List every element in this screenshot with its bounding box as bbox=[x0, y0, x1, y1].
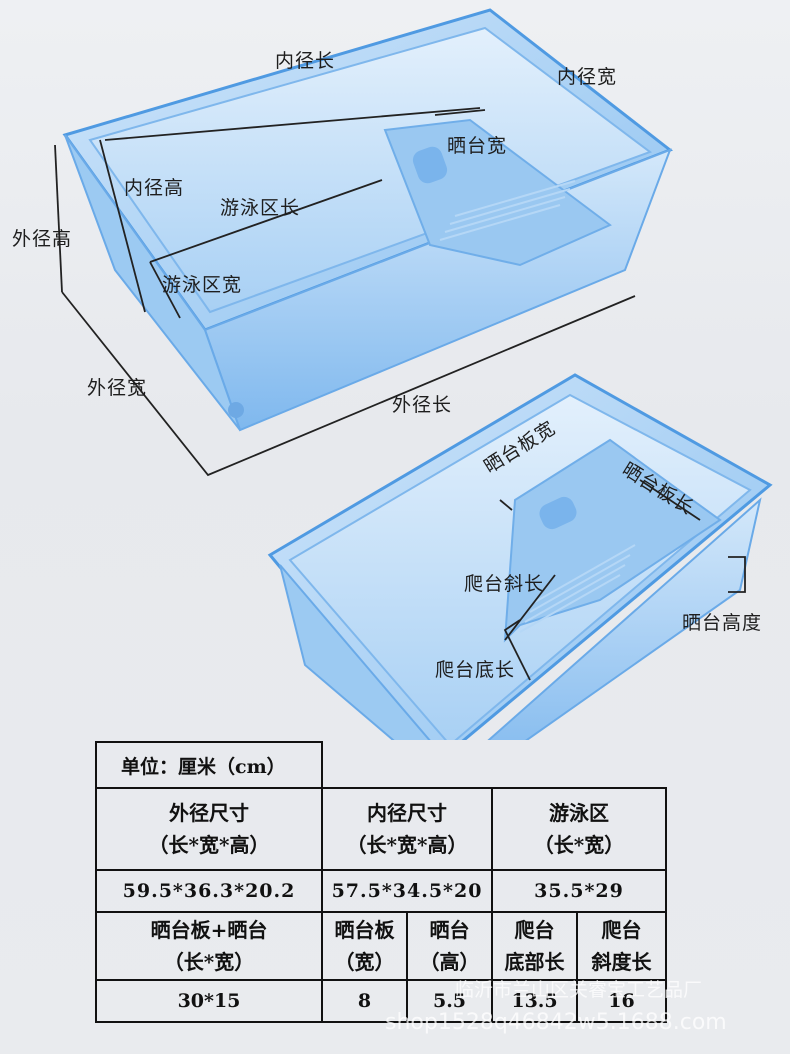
board-platform-value: 30*15 bbox=[95, 979, 323, 1023]
swim-area-value: 35.5*29 bbox=[491, 869, 667, 913]
swim-width-label: 游泳区宽 bbox=[162, 274, 243, 296]
ramp-slope-value: 16 bbox=[576, 979, 667, 1023]
ramp-slope-length-label: 爬台斜长 bbox=[464, 573, 545, 595]
platform-height-header: 晒台 （高） bbox=[406, 911, 493, 981]
outer-size-header-line1: 外径尺寸 bbox=[169, 801, 249, 825]
outer-size-value: 59.5*36.3*20.2 bbox=[95, 869, 323, 913]
outer-width-label: 外径宽 bbox=[87, 377, 148, 399]
table-row: 59.5*36.3*20.2 57.5*34.5*20 35.5*29 bbox=[95, 869, 667, 913]
board-width-value: 8 bbox=[321, 979, 408, 1023]
spec-table: 单位：厘米（cm） 外径尺寸 （长*宽*高） 内径尺寸 （长*宽*高） 游泳区 … bbox=[95, 741, 667, 1023]
platform-height-header-line1: 晒台 bbox=[429, 918, 470, 942]
ramp-bottom-value: 13.5 bbox=[491, 979, 578, 1023]
table-row: 30*15 8 5.5 13.5 16 bbox=[95, 979, 667, 1023]
swim-area-header-line2: （长*宽） bbox=[533, 833, 625, 857]
top-turtle-tub bbox=[54, 8, 674, 477]
bottom-turtle-tub bbox=[267, 373, 773, 740]
ramp-slope-header-line1: 爬台 bbox=[601, 918, 642, 942]
outer-size-header: 外径尺寸 （长*宽*高） bbox=[95, 787, 323, 871]
board-platform-header: 晒台板+晒台 （长*宽） bbox=[95, 911, 323, 981]
ramp-bottom-header-line2: 底部长 bbox=[504, 950, 565, 974]
watermark-shop-url: shop1528q46842w5.1688.com bbox=[385, 1010, 727, 1035]
board-platform-header-line2: （长*宽） bbox=[163, 950, 255, 974]
inner-size-header-line2: （长*宽*高） bbox=[346, 833, 468, 857]
board-width-header-line2: （宽） bbox=[334, 950, 395, 974]
board-width-header-line1: 晒台板 bbox=[334, 918, 395, 942]
table-row: 晒台板+晒台 （长*宽） 晒台板 （宽） 晒台 （高） 爬台 底部长 爬台 斜度… bbox=[95, 911, 667, 981]
table-row: 单位：厘米（cm） bbox=[95, 741, 666, 789]
platform-height-label: 晒台高度 bbox=[682, 612, 763, 634]
swim-length-label: 游泳区长 bbox=[220, 197, 301, 219]
board-platform-header-line1: 晒台板+晒台 bbox=[150, 918, 268, 942]
board-width-header: 晒台板 （宽） bbox=[321, 911, 408, 981]
inner-length-label: 内径长 bbox=[275, 50, 336, 72]
ramp-bottom-header-line1: 爬台 bbox=[514, 918, 555, 942]
watermark-shop-name: 临沂市兰山区关睿宝工艺品厂 bbox=[455, 979, 703, 1001]
swim-area-header: 游泳区 （长*宽） bbox=[491, 787, 667, 871]
outer-length-label: 外径长 bbox=[392, 394, 453, 416]
inner-width-label: 内径宽 bbox=[557, 66, 618, 88]
inner-height-label: 内径高 bbox=[124, 177, 185, 199]
platform-width-label: 晒台宽 bbox=[447, 135, 508, 157]
outer-size-header-line2: （长*宽*高） bbox=[148, 833, 270, 857]
outer-height-label: 外径高 bbox=[12, 228, 73, 250]
unit-cell: 单位：厘米（cm） bbox=[95, 741, 323, 789]
ramp-slope-header-line2: 斜度长 bbox=[591, 950, 652, 974]
ramp-bottom-header: 爬台 底部长 bbox=[491, 911, 578, 981]
swim-area-header-line1: 游泳区 bbox=[549, 801, 609, 825]
product-illustration bbox=[54, 8, 773, 740]
inner-size-value: 57.5*34.5*20 bbox=[321, 869, 493, 913]
platform-height-value: 5.5 bbox=[406, 979, 493, 1023]
platform-height-header-line2: （高） bbox=[419, 950, 480, 974]
ramp-slope-header: 爬台 斜度长 bbox=[576, 911, 667, 981]
ramp-bottom-length-label: 爬台底长 bbox=[435, 659, 516, 681]
table-row: 外径尺寸 （长*宽*高） 内径尺寸 （长*宽*高） 游泳区 （长*宽） bbox=[95, 787, 667, 871]
inner-size-header: 内径尺寸 （长*宽*高） bbox=[321, 787, 493, 871]
inner-size-header-line1: 内径尺寸 bbox=[367, 801, 447, 825]
